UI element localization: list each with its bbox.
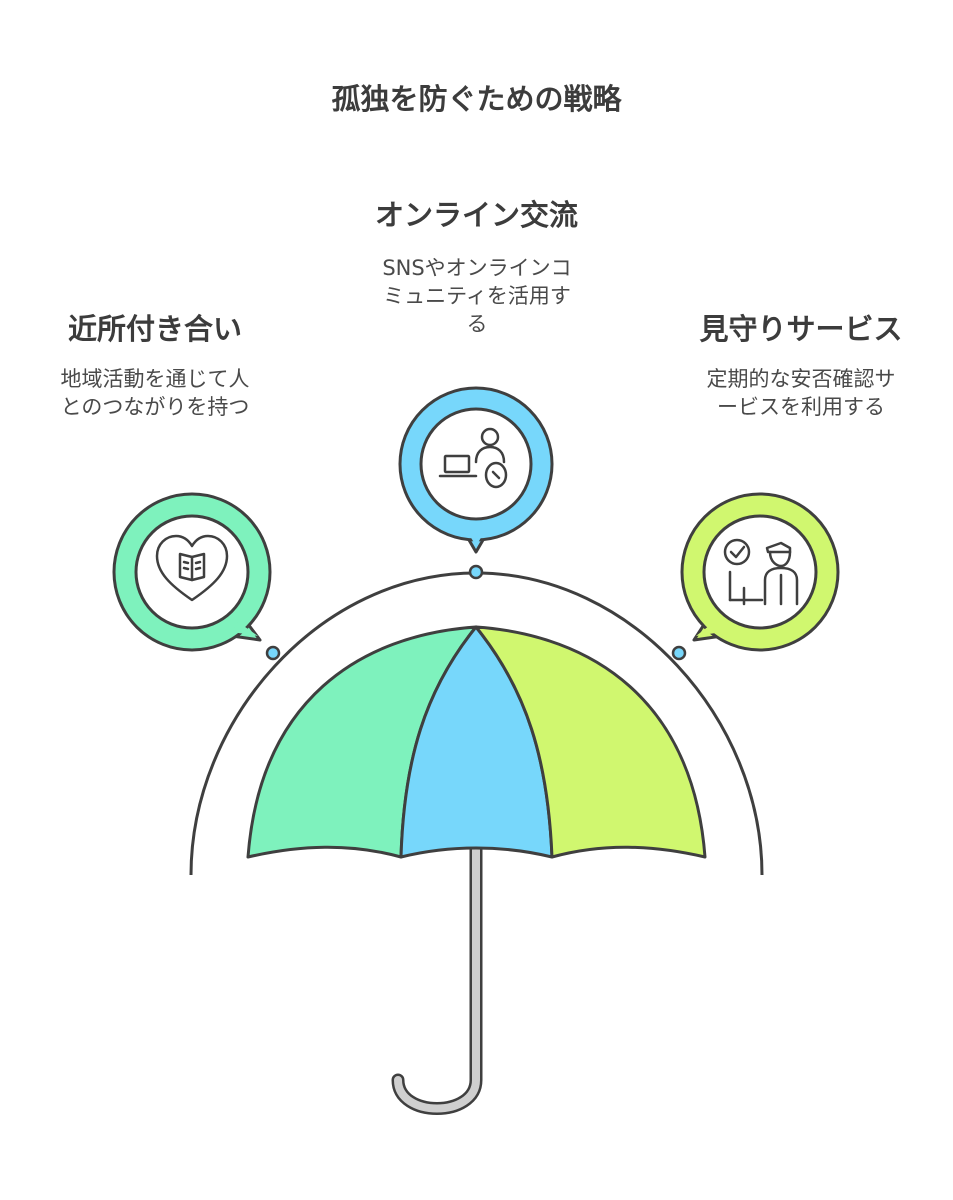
description-line: SNSやオンラインコ <box>382 256 572 280</box>
marker-left <box>265 645 281 661</box>
description-line: ミュニティを活用す <box>383 284 571 308</box>
pin-neighborhood <box>112 492 272 652</box>
heading-online: オンライン交流 <box>374 198 578 232</box>
heading-neighborhood: 近所付き合い <box>67 312 242 346</box>
pin-online <box>398 386 554 554</box>
diagram-title: 孤独を防ぐための戦略 <box>331 82 622 116</box>
description-monitoring: 定期的な安否確認サ ービスを利用する <box>676 365 926 421</box>
description-neighborhood: 地域活動を通じて人 とのつながりを持つ <box>30 365 280 421</box>
description-line: る <box>466 312 488 336</box>
description-line: ービスを利用する <box>717 395 885 419</box>
description-online: SNSやオンラインコ ミュニティを活用す る <box>353 254 601 338</box>
umbrella-canopy <box>246 625 707 859</box>
heart-book-icon <box>155 534 229 602</box>
marker-center <box>468 564 484 580</box>
description-line: 地域活動を通じて人 <box>60 367 250 391</box>
umbrella-handle <box>391 843 483 1115</box>
description-line: 定期的な安否確認サ <box>706 367 896 391</box>
laptop-user-chat-icon <box>438 427 508 489</box>
pin-monitoring <box>680 492 840 652</box>
marker-right <box>671 645 687 661</box>
description-line: とのつながりを持つ <box>60 395 250 419</box>
canopy-panel-right <box>474 625 707 859</box>
heading-monitoring: 見守りサービス <box>699 312 903 346</box>
checkmark-guard-icon <box>723 538 799 606</box>
